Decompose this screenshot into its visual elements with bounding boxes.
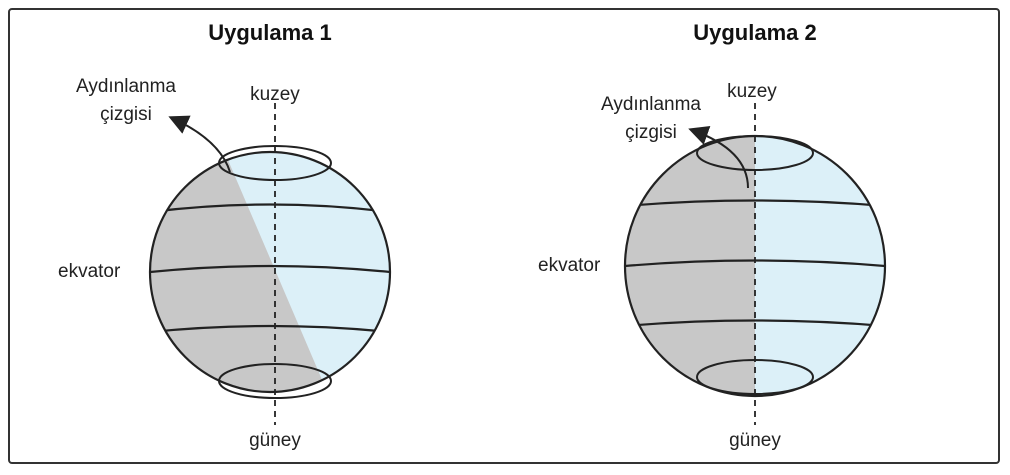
panel-1-south-label: güney (249, 430, 301, 451)
globe-2 (620, 130, 885, 405)
panel-2-terminator-label-line2: çizgisi (625, 122, 677, 143)
panel-2: Uygulama 2 kuzey güney ekvator Aydınlanm… (538, 20, 885, 451)
globe-1 (120, 140, 390, 410)
panel-2-terminator-label-line1: Aydınlanma (601, 94, 701, 115)
panel-2-equator-label: ekvator (538, 255, 601, 276)
globe-2-dark-side (620, 130, 755, 405)
panel-2-south-label: güney (729, 430, 781, 451)
panel-1-terminator-label-line2: çizgisi (100, 104, 152, 125)
panel-1: Uygulama 1 kuzey güney ekvator Aydınlanm… (58, 20, 390, 451)
panel-1-north-label: kuzey (250, 84, 300, 105)
panel-2-title: Uygulama 2 (693, 20, 817, 45)
panel-2-north-label: kuzey (727, 81, 777, 102)
panel-1-title: Uygulama 1 (208, 20, 332, 45)
panel-1-terminator-label-line1: Aydınlanma (76, 76, 176, 97)
panel-1-equator-label: ekvator (58, 261, 121, 282)
